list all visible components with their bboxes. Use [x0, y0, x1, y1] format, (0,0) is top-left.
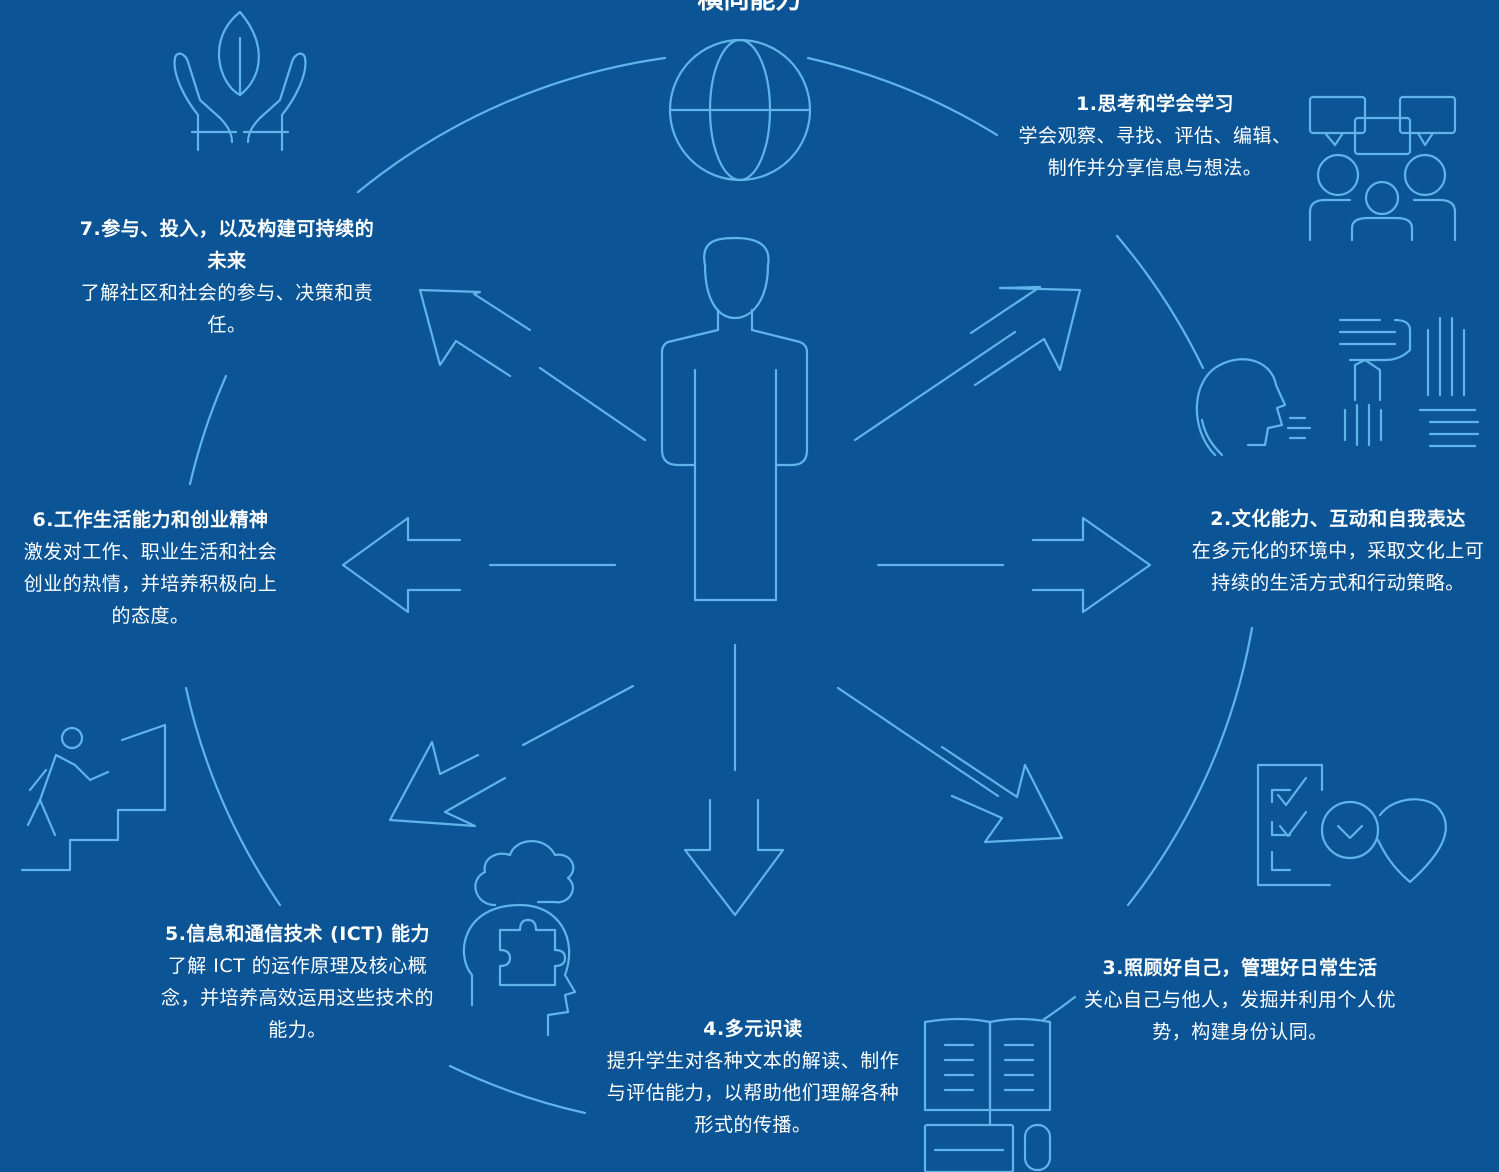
- circle-arc-bottom: [448, 1064, 587, 1115]
- arrow-up-left: [418, 288, 647, 442]
- hands-leaf-icon: [173, 10, 307, 152]
- stacked-hands-icon: [1338, 316, 1480, 448]
- globe-icon: [668, 38, 812, 182]
- competency-6-title: 6.工作生活能力和创业精神: [32, 509, 269, 531]
- competency-5-title: 5.信息和通信技术 (ICT) 能力: [164, 923, 430, 945]
- arrow-down-right: [836, 686, 1064, 844]
- people-discussion-icon: [1308, 95, 1457, 242]
- competency-6-desc: 激发对工作、职业生活和社会创业的热情，并培养积极向上的态度。: [23, 541, 278, 627]
- competency-1: 1.思考和学会学习 学会观察、寻找、评估、编辑、制作并分享信息与想法。: [1015, 88, 1295, 184]
- circle-arc-right-lower: [1126, 626, 1254, 907]
- arrow-down-left: [388, 684, 635, 828]
- competency-6: 6.工作生活能力和创业精神 激发对工作、职业生活和社会创业的热情，并培养积极向上…: [18, 504, 283, 632]
- competency-3-desc: 关心自己与他人，发掘并利用个人优势，构建身份认同。: [1083, 989, 1396, 1043]
- circle-arc-top-left: [356, 56, 667, 194]
- competency-7-title: 7.参与、投入，以及构建可持续的未来: [79, 218, 375, 272]
- arrow-right: [876, 516, 1152, 614]
- competency-2-desc: 在多元化的环境中，采取文化上可持续的生活方式和行动策略。: [1191, 540, 1485, 594]
- competency-7-desc: 了解社区和社会的参与、决策和责任。: [80, 282, 374, 336]
- head-puzzle-icon: [462, 840, 577, 1037]
- competency-4-desc: 提升学生对各种文本的解读、制作与评估能力，以帮助他们理解各种形式的传播。: [606, 1050, 900, 1136]
- competency-5: 5.信息和通信技术 (ICT) 能力 了解 ICT 的运作原理及核心概念，并培养…: [160, 918, 435, 1046]
- competency-7: 7.参与、投入，以及构建可持续的未来 了解社区和社会的参与、决策和责任。: [72, 213, 382, 341]
- arrow-down: [683, 643, 785, 917]
- arrow-up-right: [853, 285, 1082, 442]
- competency-4: 4.多元识读 提升学生对各种文本的解读、制作与评估能力，以帮助他们理解各种形式的…: [598, 1013, 908, 1141]
- competency-3-title: 3.照顾好自己，管理好日常生活: [1102, 957, 1378, 979]
- speaking-head-icon: [1195, 358, 1312, 457]
- arrow-left: [341, 516, 617, 614]
- stairs-person-icon: [20, 723, 167, 872]
- competency-2: 2.文化能力、互动和自我表达 在多元化的环境中，采取文化上可持续的生活方式和行动…: [1183, 503, 1493, 599]
- person-head: [703, 236, 770, 320]
- competency-4-title: 4.多元识读: [703, 1018, 803, 1040]
- circle-arc-bottom-right: [1041, 995, 1077, 1022]
- competency-2-title: 2.文化能力、互动和自我表达: [1210, 508, 1466, 530]
- person-arms: [693, 368, 778, 467]
- circle-arc-left-lower: [184, 686, 282, 907]
- book-computer-icon: [923, 1017, 1052, 1172]
- competency-3: 3.照顾好自己，管理好日常生活 关心自己与他人，发掘并利用个人优势，构建身份认同…: [1080, 952, 1400, 1048]
- circle-arc-right-upper: [1115, 234, 1205, 370]
- person-figure: [660, 236, 809, 602]
- outer-circle: [184, 56, 1254, 1115]
- circle-arc-top-right: [806, 56, 999, 137]
- competency-1-title: 1.思考和学会学习: [1076, 93, 1234, 115]
- circle-arc-left-upper: [188, 374, 228, 486]
- competency-5-desc: 了解 ICT 的运作原理及核心概念，并培养高效运用这些技术的能力。: [160, 955, 434, 1041]
- arrows: [341, 285, 1152, 917]
- competency-1-desc: 学会观察、寻找、评估、编辑、制作并分享信息与想法。: [1018, 125, 1292, 179]
- person-body: [660, 328, 809, 602]
- checklist-heart-icon: [1256, 763, 1447, 887]
- person-neck: [716, 308, 754, 332]
- diagram-title: 横向能力: [697, 0, 802, 15]
